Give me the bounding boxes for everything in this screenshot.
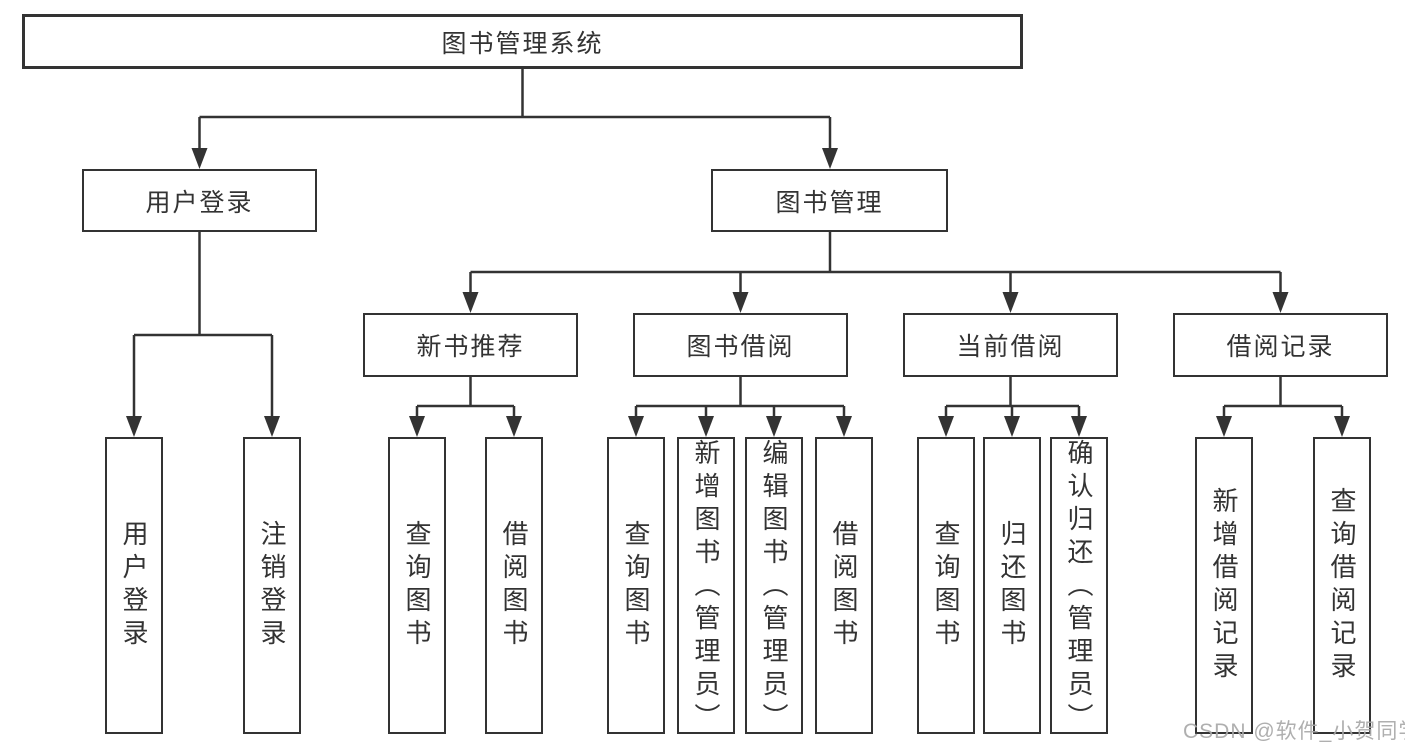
leaf-query-borrow-record-label: 查询借阅记录 xyxy=(1327,486,1357,685)
node-book-management: 图书管理 xyxy=(711,169,948,232)
node-library-management-system: 图书管理系统 xyxy=(22,14,1023,69)
leaf-add-borrow-record-label: 新增借阅记录 xyxy=(1209,486,1239,685)
leaf-logout-label: 注销登录 xyxy=(257,519,287,652)
leaf-query-borrow-record: 查询借阅记录 xyxy=(1313,437,1371,734)
leaf-borrow-books-borrowing-label: 借阅图书 xyxy=(829,519,859,652)
leaf-add-book-admin-label: 新增图书（管理员） xyxy=(691,439,721,736)
leaf-return-book-label: 归还图书 xyxy=(997,519,1027,652)
node-user-login: 用户登录 xyxy=(82,169,317,232)
leaf-query-books-recommend-label: 查询图书 xyxy=(402,519,432,652)
leaf-query-books-current-label: 查询图书 xyxy=(931,519,961,652)
leaf-query-books-borrowing: 查询图书 xyxy=(607,437,665,734)
leaf-query-books-current: 查询图书 xyxy=(917,437,975,734)
leaf-add-borrow-record: 新增借阅记录 xyxy=(1195,437,1253,734)
leaf-confirm-return-admin-label: 确认归还（管理员） xyxy=(1064,439,1094,736)
node-user-login-label: 用户登录 xyxy=(145,188,254,217)
leaf-edit-book-admin: 编辑图书（管理员） xyxy=(745,437,803,736)
leaf-query-books-borrowing-label: 查询图书 xyxy=(621,519,651,652)
csdn-watermark: CSDN @软件_小贺同学 xyxy=(1183,720,1405,743)
node-new-book-recommend-label: 新书推荐 xyxy=(416,333,525,361)
node-borrowing-records-label: 借阅记录 xyxy=(1226,333,1335,361)
node-borrowing-records: 借阅记录 xyxy=(1173,313,1388,377)
node-book-borrowing-label: 图书借阅 xyxy=(686,333,795,361)
leaf-user-login-label: 用户登录 xyxy=(119,519,149,652)
leaf-logout: 注销登录 xyxy=(243,437,301,734)
leaf-borrow-books-borrowing: 借阅图书 xyxy=(815,437,873,734)
leaf-borrow-books-recommend: 借阅图书 xyxy=(485,437,543,734)
leaf-return-book: 归还图书 xyxy=(983,437,1041,734)
node-current-borrowing: 当前借阅 xyxy=(903,313,1118,377)
node-library-management-system-label: 图书管理系统 xyxy=(441,29,604,58)
leaf-user-login: 用户登录 xyxy=(105,437,163,734)
leaf-edit-book-admin-label: 编辑图书（管理员） xyxy=(759,439,789,736)
leaf-borrow-books-recommend-label: 借阅图书 xyxy=(499,519,529,652)
node-book-borrowing: 图书借阅 xyxy=(633,313,848,377)
node-book-management-label: 图书管理 xyxy=(775,188,884,217)
leaf-add-book-admin: 新增图书（管理员） xyxy=(677,437,735,736)
leaf-confirm-return-admin: 确认归还（管理员） xyxy=(1050,437,1108,736)
leaf-query-books-recommend: 查询图书 xyxy=(388,437,446,734)
node-current-borrowing-label: 当前借阅 xyxy=(956,333,1065,361)
node-new-book-recommend: 新书推荐 xyxy=(363,313,578,377)
